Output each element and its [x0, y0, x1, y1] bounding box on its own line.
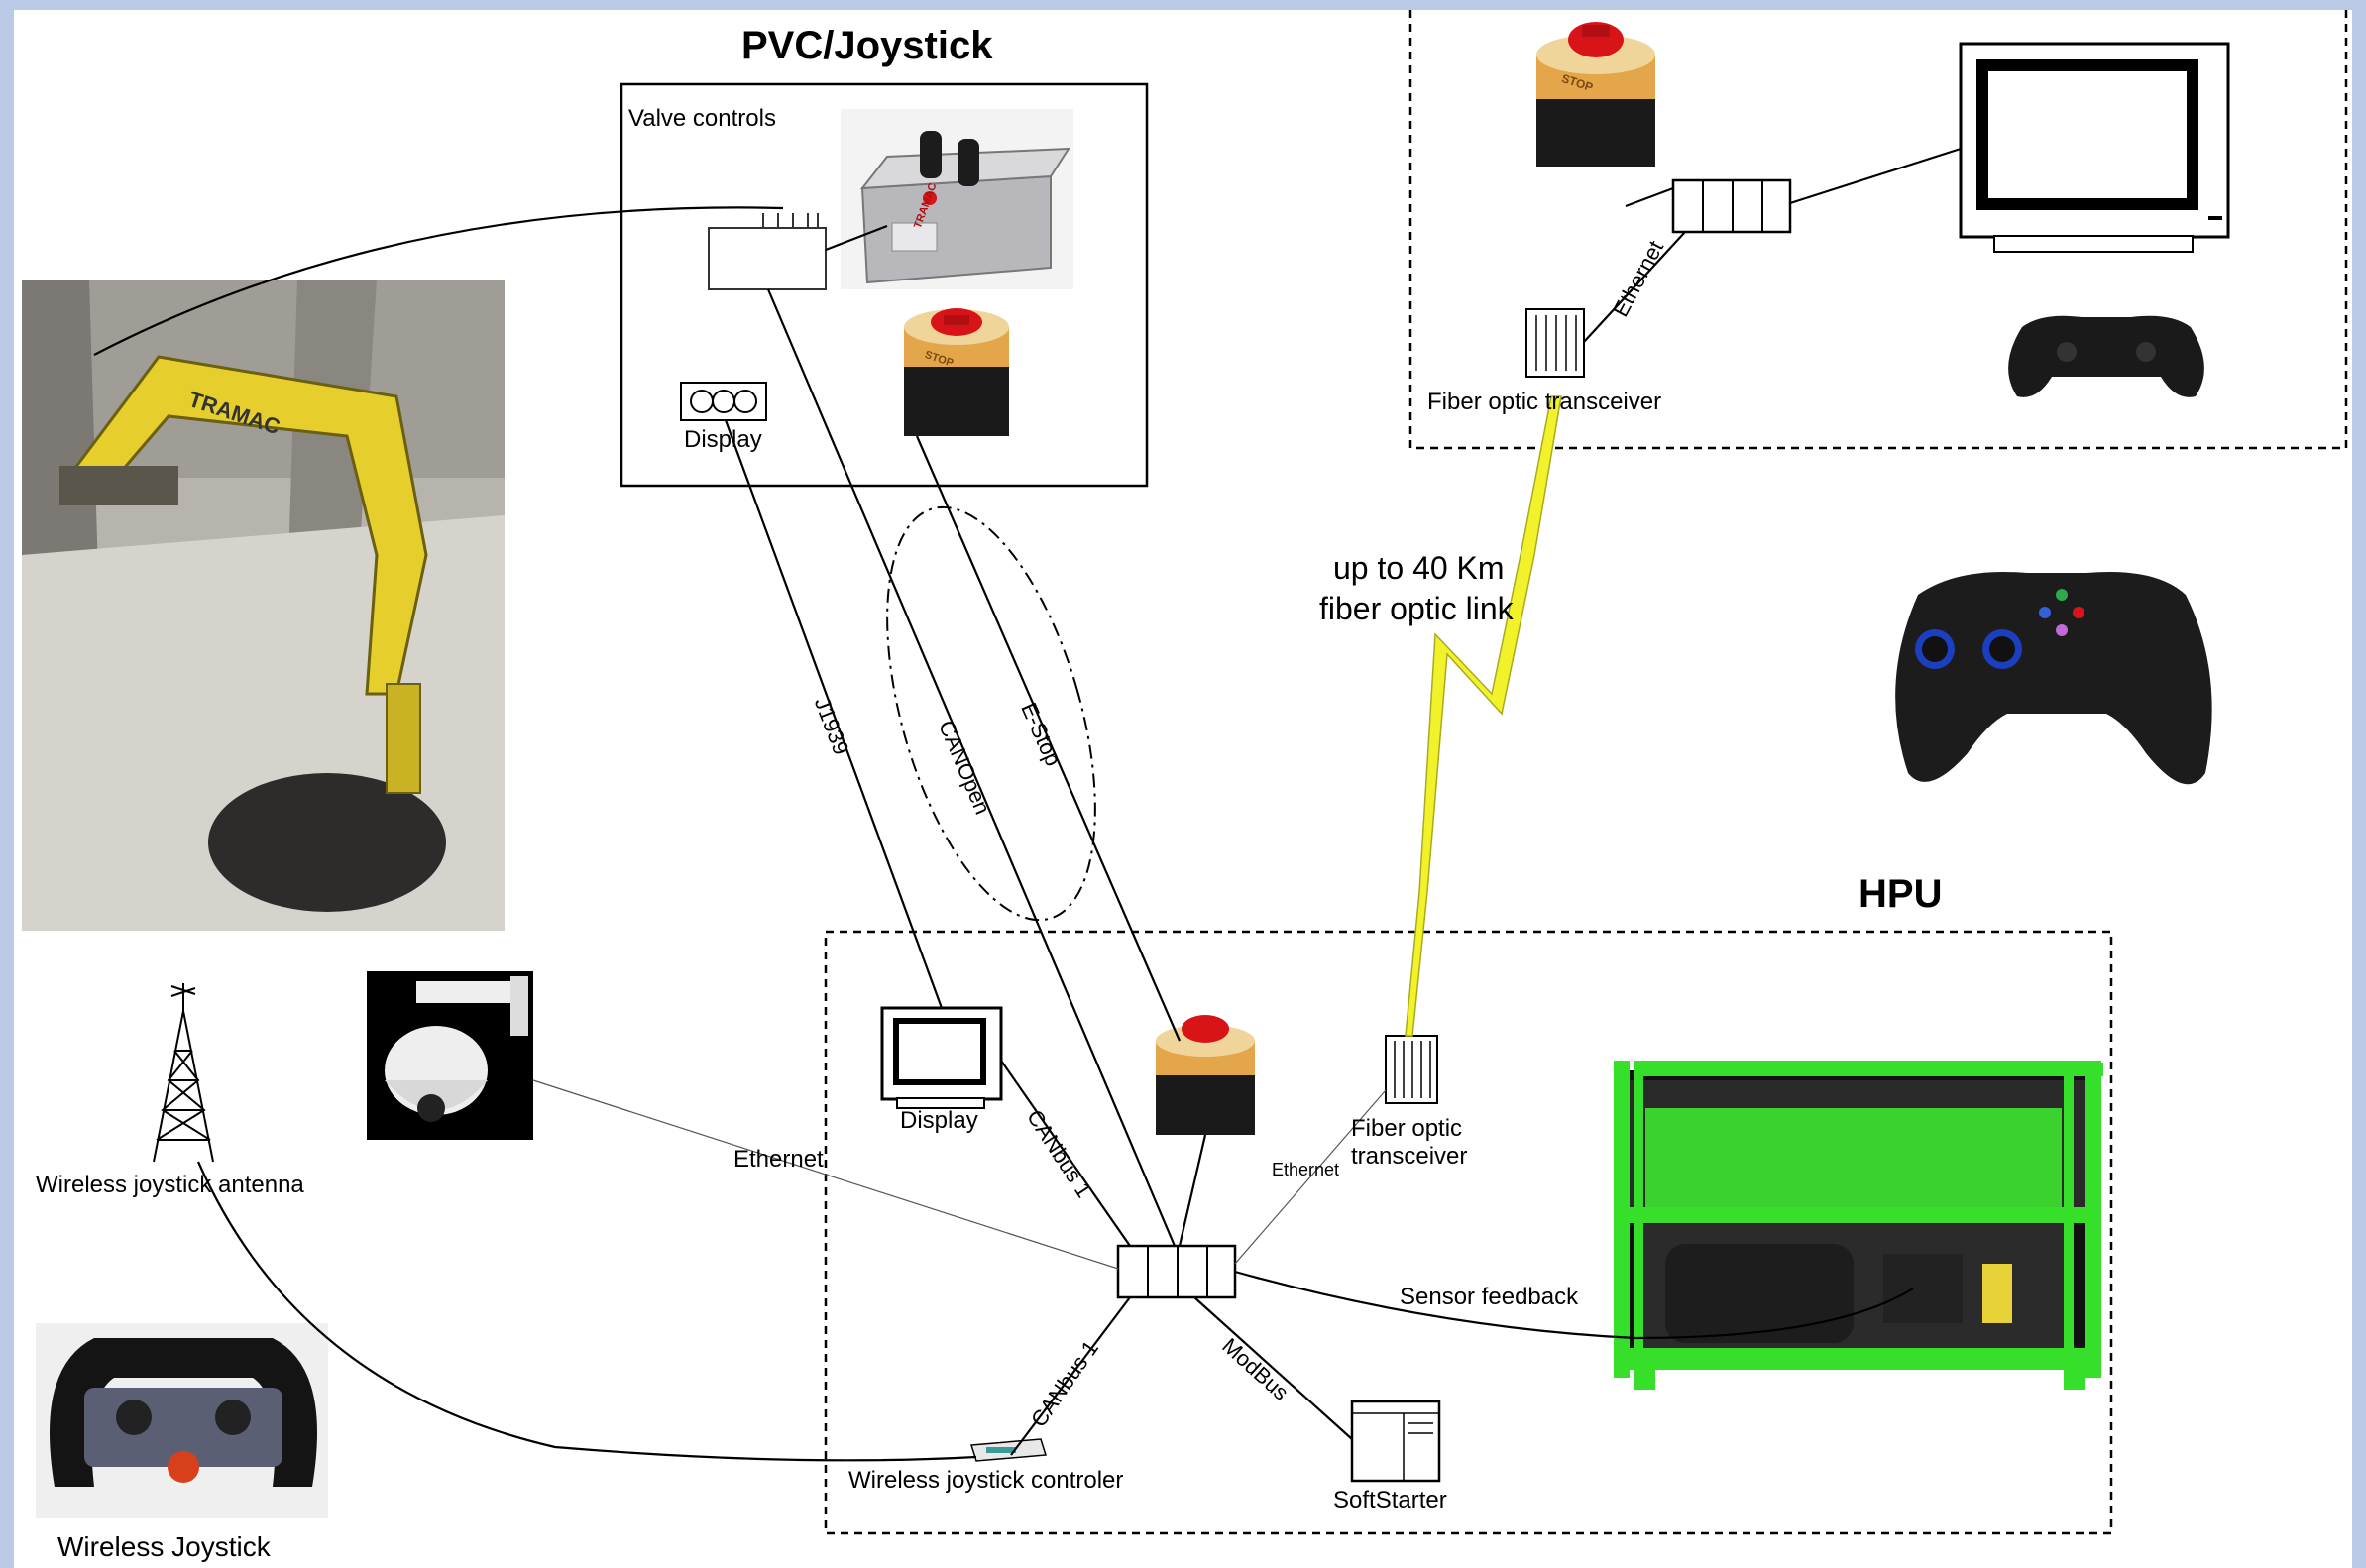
joystick-box-icon	[841, 109, 1073, 289]
canbus-upper-line	[1000, 1060, 1131, 1247]
canopen-line	[766, 288, 1177, 1247]
hpu-title: HPU	[1859, 872, 1943, 916]
lightning-link-icon	[1405, 395, 1562, 1037]
camera-ethernet-line	[532, 1079, 1119, 1270]
frame-left	[0, 0, 14, 1568]
sensor-feedback-line	[1234, 1270, 1914, 1340]
estop-hpu-icon	[1156, 1015, 1255, 1135]
j1939-line	[724, 419, 944, 1009]
antenna-tower-icon	[153, 983, 214, 1163]
valve-controls-label: Valve controls	[628, 105, 776, 132]
hpu-unit-icon	[1614, 1061, 2103, 1390]
frame-top	[0, 0, 2366, 10]
estop-line	[915, 435, 1182, 1042]
gamepad-icon	[1895, 571, 2212, 785]
fiber-transceiver-hpu-icon	[1385, 1035, 1438, 1104]
fiber-to-switch-line	[1583, 231, 1686, 343]
fiber-top-label: Fiber optic transceiver	[1427, 389, 1662, 415]
hpu-estop-line	[1178, 1134, 1207, 1247]
estop-remote-icon	[1536, 22, 1655, 167]
thin-connection-lines	[532, 1079, 1387, 1270]
excavator-photo	[22, 280, 505, 931]
hpu-box	[824, 930, 2113, 1535]
pvc-title: PVC/Joystick	[741, 24, 993, 67]
estop-icon	[904, 308, 1009, 436]
monitor-icon	[1959, 42, 2230, 253]
network-switch-remote-icon	[1671, 178, 1792, 234]
estop-remote-to-switch-line	[1625, 186, 1674, 208]
wireless-joystick-icon	[36, 1323, 328, 1518]
display-hpu-label: Display	[900, 1107, 978, 1134]
gamepad-small-icon	[2008, 315, 2204, 397]
ethernet-small-label: Ethernet	[1272, 1160, 1340, 1179]
softstarter-label: SoftStarter	[1333, 1487, 1447, 1513]
fiber-hpu-label-2: transceiver	[1351, 1143, 1468, 1170]
valve-to-excavator-line	[93, 206, 784, 356]
link-label-2: fiber optic link	[1319, 591, 1514, 626]
wireless-controller-icon	[970, 1438, 1047, 1462]
monitor-hpu-icon	[880, 1006, 1003, 1109]
switch-to-monitor-line	[1789, 147, 1962, 205]
antenna-to-controller-line	[196, 1161, 977, 1462]
fiber-hpu-label-1: Fiber optic	[1351, 1115, 1463, 1142]
pvc-box	[620, 82, 1149, 488]
softstarter-icon	[1350, 1400, 1441, 1483]
modbus-line	[1193, 1296, 1353, 1440]
connection-lines	[93, 147, 1962, 1462]
valve-connector-icon	[708, 213, 827, 290]
can-bundle-ellipse	[886, 505, 1096, 922]
wireless-joystick-label: Wireless Joystick	[57, 1531, 271, 1562]
hpu-fiber-ethernet-line	[1234, 1089, 1387, 1265]
remote-station-box	[1408, 10, 2348, 450]
sensor-feedback-label: Sensor feedback	[1400, 1284, 1579, 1310]
fiber-transceiver-remote-icon	[1525, 308, 1585, 378]
display-top-label: Display	[684, 426, 762, 453]
canbus-lower-line	[1010, 1296, 1131, 1456]
ptz-camera-icon	[367, 971, 533, 1140]
network-switch-hpu-icon	[1116, 1244, 1237, 1299]
antenna-label: Wireless joystick antenna	[36, 1172, 304, 1198]
wireless-controller-label: Wireless joystick controler	[848, 1467, 1124, 1494]
display-icon	[680, 382, 767, 421]
frame-right	[2352, 0, 2366, 1568]
link-label-1: up to 40 Km	[1333, 550, 1505, 586]
valve-to-joystick-line	[825, 224, 888, 252]
ethernet-main-label: Ethernet	[733, 1146, 824, 1173]
